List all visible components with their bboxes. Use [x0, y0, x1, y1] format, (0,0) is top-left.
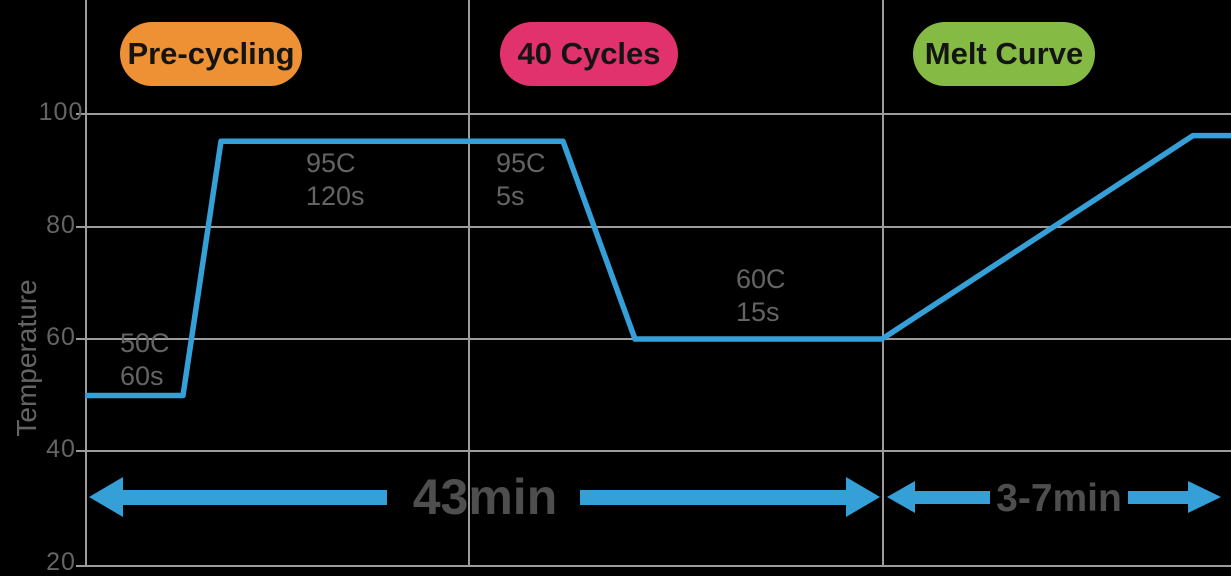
total-duration-arrowhead-right-icon [846, 477, 883, 517]
y-tick-label-20: 20 [46, 548, 76, 576]
badge-40-cycles-label: 40 Cycles [517, 36, 661, 71]
badge-precycling-label: Pre-cycling [127, 36, 295, 71]
badge-melt-curve-label: Melt Curve [924, 36, 1084, 71]
step-label-precycling-hold: 50C 60s [120, 327, 170, 393]
x-axis-line [76, 565, 1231, 567]
y-tick-label-60: 60 [46, 323, 76, 351]
step-label-cycle-denature: 95C 5s [496, 147, 546, 213]
total-duration-arrow-body-right [580, 490, 847, 505]
badge-40-cycles: 40 Cycles [500, 22, 678, 86]
melt-duration-arrowhead-right-icon [1188, 481, 1224, 513]
gridline-40 [76, 450, 1231, 452]
step-label-precycling-denature: 95C 120s [306, 147, 365, 213]
temperature-profile-line [85, 132, 1231, 399]
gridline-80 [76, 226, 1231, 228]
badge-melt-curve: Melt Curve [913, 22, 1095, 86]
step-label-cycle-anneal: 60C 15s [736, 263, 786, 329]
step-duration: 120s [306, 181, 365, 211]
melt-duration-label: 3-7min [996, 477, 1122, 520]
badge-precycling: Pre-cycling [120, 22, 302, 86]
y-tick-label-40: 40 [46, 435, 76, 463]
melt-duration-arrow-body-right [1128, 491, 1190, 504]
step-temp: 95C [496, 148, 546, 178]
y-axis-line [85, 0, 87, 566]
y-tick-label-100: 100 [38, 98, 84, 126]
step-duration: 15s [736, 297, 780, 327]
section-divider-cycles-melt [882, 0, 884, 566]
step-temp: 60C [736, 264, 786, 294]
step-temp: 50C [120, 328, 170, 358]
step-temp: 95C [306, 148, 356, 178]
y-tick-label-80: 80 [46, 211, 76, 239]
section-divider-precycling-cycles [468, 0, 470, 566]
total-duration-arrow-body-left [117, 490, 387, 505]
total-duration-label: 43min [412, 469, 558, 525]
gridline-100 [76, 113, 1231, 115]
melt-duration-arrow-body-left [910, 491, 990, 504]
step-duration: 60s [120, 361, 164, 391]
step-duration: 5s [496, 181, 525, 211]
